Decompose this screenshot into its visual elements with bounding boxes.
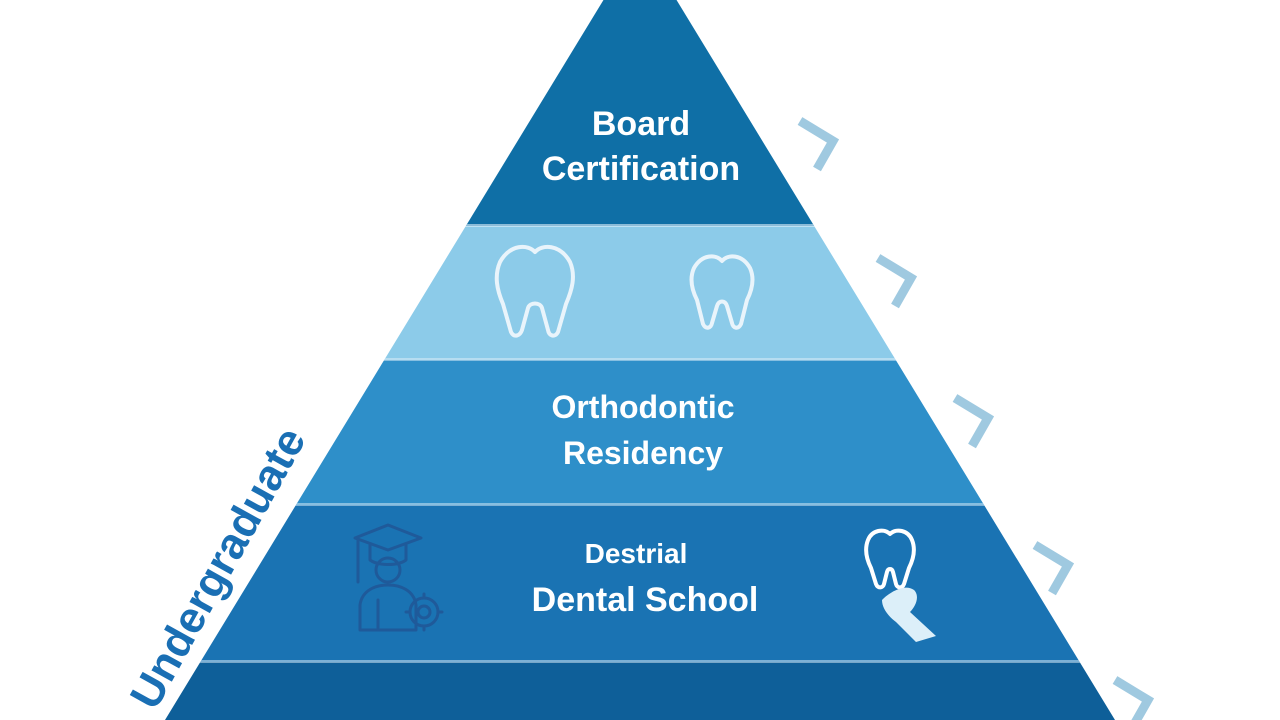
progression-chevrons	[797, 117, 1155, 720]
tier-orthodontic-residency	[165, 360, 1115, 505]
tier-divider	[165, 224, 1115, 227]
chevron-right-icon	[1032, 541, 1075, 596]
tier-divider	[165, 358, 1115, 361]
tier-label-destrial: Destrial	[585, 538, 688, 569]
chevron-right-icon	[952, 394, 995, 449]
tier-base	[165, 662, 1115, 720]
tier-label-dental-school: Dental School	[532, 581, 759, 619]
tooth-outline-icon	[689, 254, 755, 330]
tooth-in-hand-icon	[864, 528, 936, 642]
tier-label-certification: Certification	[542, 150, 740, 188]
tier-dental-icons	[165, 226, 1115, 360]
tier-label-orthodontic: Orthodontic	[551, 389, 734, 425]
graduate-student-icon	[353, 523, 444, 632]
tier-label-board: Board	[592, 105, 690, 143]
tooth-outline-icon	[494, 244, 575, 338]
chevron-right-icon	[797, 117, 840, 172]
chevron-right-icon	[1112, 676, 1155, 720]
tier-divider	[165, 660, 1115, 663]
tier-divider	[165, 503, 1115, 506]
tier-label-residency: Residency	[563, 435, 723, 471]
tier-dental-school	[165, 505, 1115, 662]
chevron-right-icon	[875, 254, 918, 309]
